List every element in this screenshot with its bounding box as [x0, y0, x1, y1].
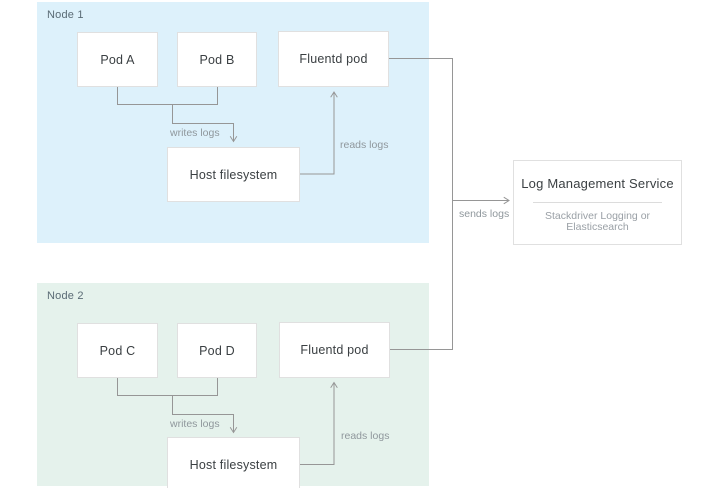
- node2-label: Node 2: [47, 290, 84, 302]
- log-management-service-box: Log Management Service Stackdriver Loggi…: [513, 160, 682, 245]
- pod-d-box: Pod D: [177, 323, 257, 378]
- node1-label: Node 1: [47, 9, 84, 21]
- log-service-subtitle-line2: Elasticsearch: [566, 221, 629, 233]
- fluentd-pod-box-node2: Fluentd pod: [279, 322, 390, 378]
- host-filesystem-box-node2: Host filesystem: [167, 437, 300, 488]
- pod-b-box: Pod B: [177, 32, 257, 87]
- log-service-subtitle: Stackdriver Logging or Elasticsearch: [545, 211, 650, 233]
- reads-logs-label-node1: reads logs: [340, 139, 389, 151]
- writes-logs-label-node2: writes logs: [170, 418, 220, 430]
- reads-logs-label-node2: reads logs: [341, 430, 390, 442]
- writes-logs-label-node1: writes logs: [170, 127, 220, 139]
- log-service-divider: [533, 202, 662, 203]
- sends-logs-label: sends logs: [459, 208, 510, 220]
- log-service-title: Log Management Service: [521, 176, 674, 191]
- fluentd-pod-box-node1: Fluentd pod: [278, 31, 389, 87]
- host-filesystem-box-node1: Host filesystem: [167, 147, 300, 202]
- log-service-subtitle-line1: Stackdriver Logging or: [544, 210, 651, 222]
- pod-c-box: Pod C: [77, 323, 158, 378]
- pod-a-box: Pod A: [77, 32, 158, 87]
